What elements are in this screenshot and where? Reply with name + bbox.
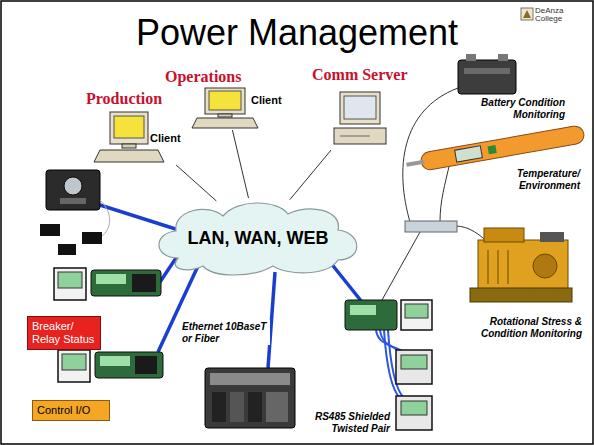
- sensor-caption-text: Temperature/ Environment: [470, 168, 580, 191]
- generator-icon: [470, 228, 572, 302]
- college-logo-text: DeAnza College: [535, 7, 575, 24]
- io-box: Control I/O: [32, 400, 110, 421]
- ethernet-cables: [100, 205, 362, 368]
- client-label: Client: [251, 94, 282, 106]
- college-logo: [521, 8, 533, 20]
- operations-computer: [192, 88, 258, 128]
- sensor-caption: Temperature/ Environment: [470, 168, 580, 191]
- comm-server-computer: [334, 92, 386, 144]
- station-heading: Operations: [165, 68, 241, 86]
- panel-meter: [396, 350, 432, 430]
- sensor-caption-text: Battery Condition Monitoring: [470, 97, 565, 120]
- computer-node: ProductionClient: [84, 90, 184, 165]
- network-note: Ethernet 10BaseT or Fiber: [180, 320, 270, 345]
- sensor-caption: Battery Condition Monitoring: [470, 97, 565, 120]
- computer-node: Comm Server: [312, 66, 420, 150]
- status-box: Breaker/ Relay Status: [27, 316, 101, 350]
- plc-unit: [205, 368, 295, 428]
- network-link: [176, 165, 216, 201]
- sensor-wires: [382, 88, 492, 300]
- converter-bar: [405, 221, 457, 232]
- slide-title: Power Management: [0, 12, 594, 54]
- meter-device: [58, 350, 163, 382]
- bus-note: RS485 Shielded Twisted Pair: [304, 410, 392, 435]
- sensor-caption-text: Rotational Stress & Condition Monitoring: [462, 316, 582, 339]
- box-label: Breaker/ Relay Status: [32, 320, 96, 346]
- box-label: Control I/O: [37, 404, 105, 417]
- revenue-meter: [40, 170, 110, 255]
- network-label: LAN, WAN, WEB: [188, 228, 329, 249]
- network-link: [290, 150, 331, 200]
- thermometer-icon: [405, 125, 585, 174]
- battery-icon: [458, 54, 516, 94]
- network-cloud: LAN, WAN, WEB: [148, 198, 368, 278]
- sensor-caption: Rotational Stress & Condition Monitoring: [462, 316, 582, 339]
- meter-device: [54, 268, 161, 300]
- client-label: Client: [150, 132, 181, 144]
- station-heading: Production: [86, 90, 162, 108]
- computer-node: OperationsClient: [165, 68, 285, 130]
- meter-device: [345, 300, 432, 330]
- station-heading: Comm Server: [312, 66, 408, 84]
- network-link: [232, 130, 248, 198]
